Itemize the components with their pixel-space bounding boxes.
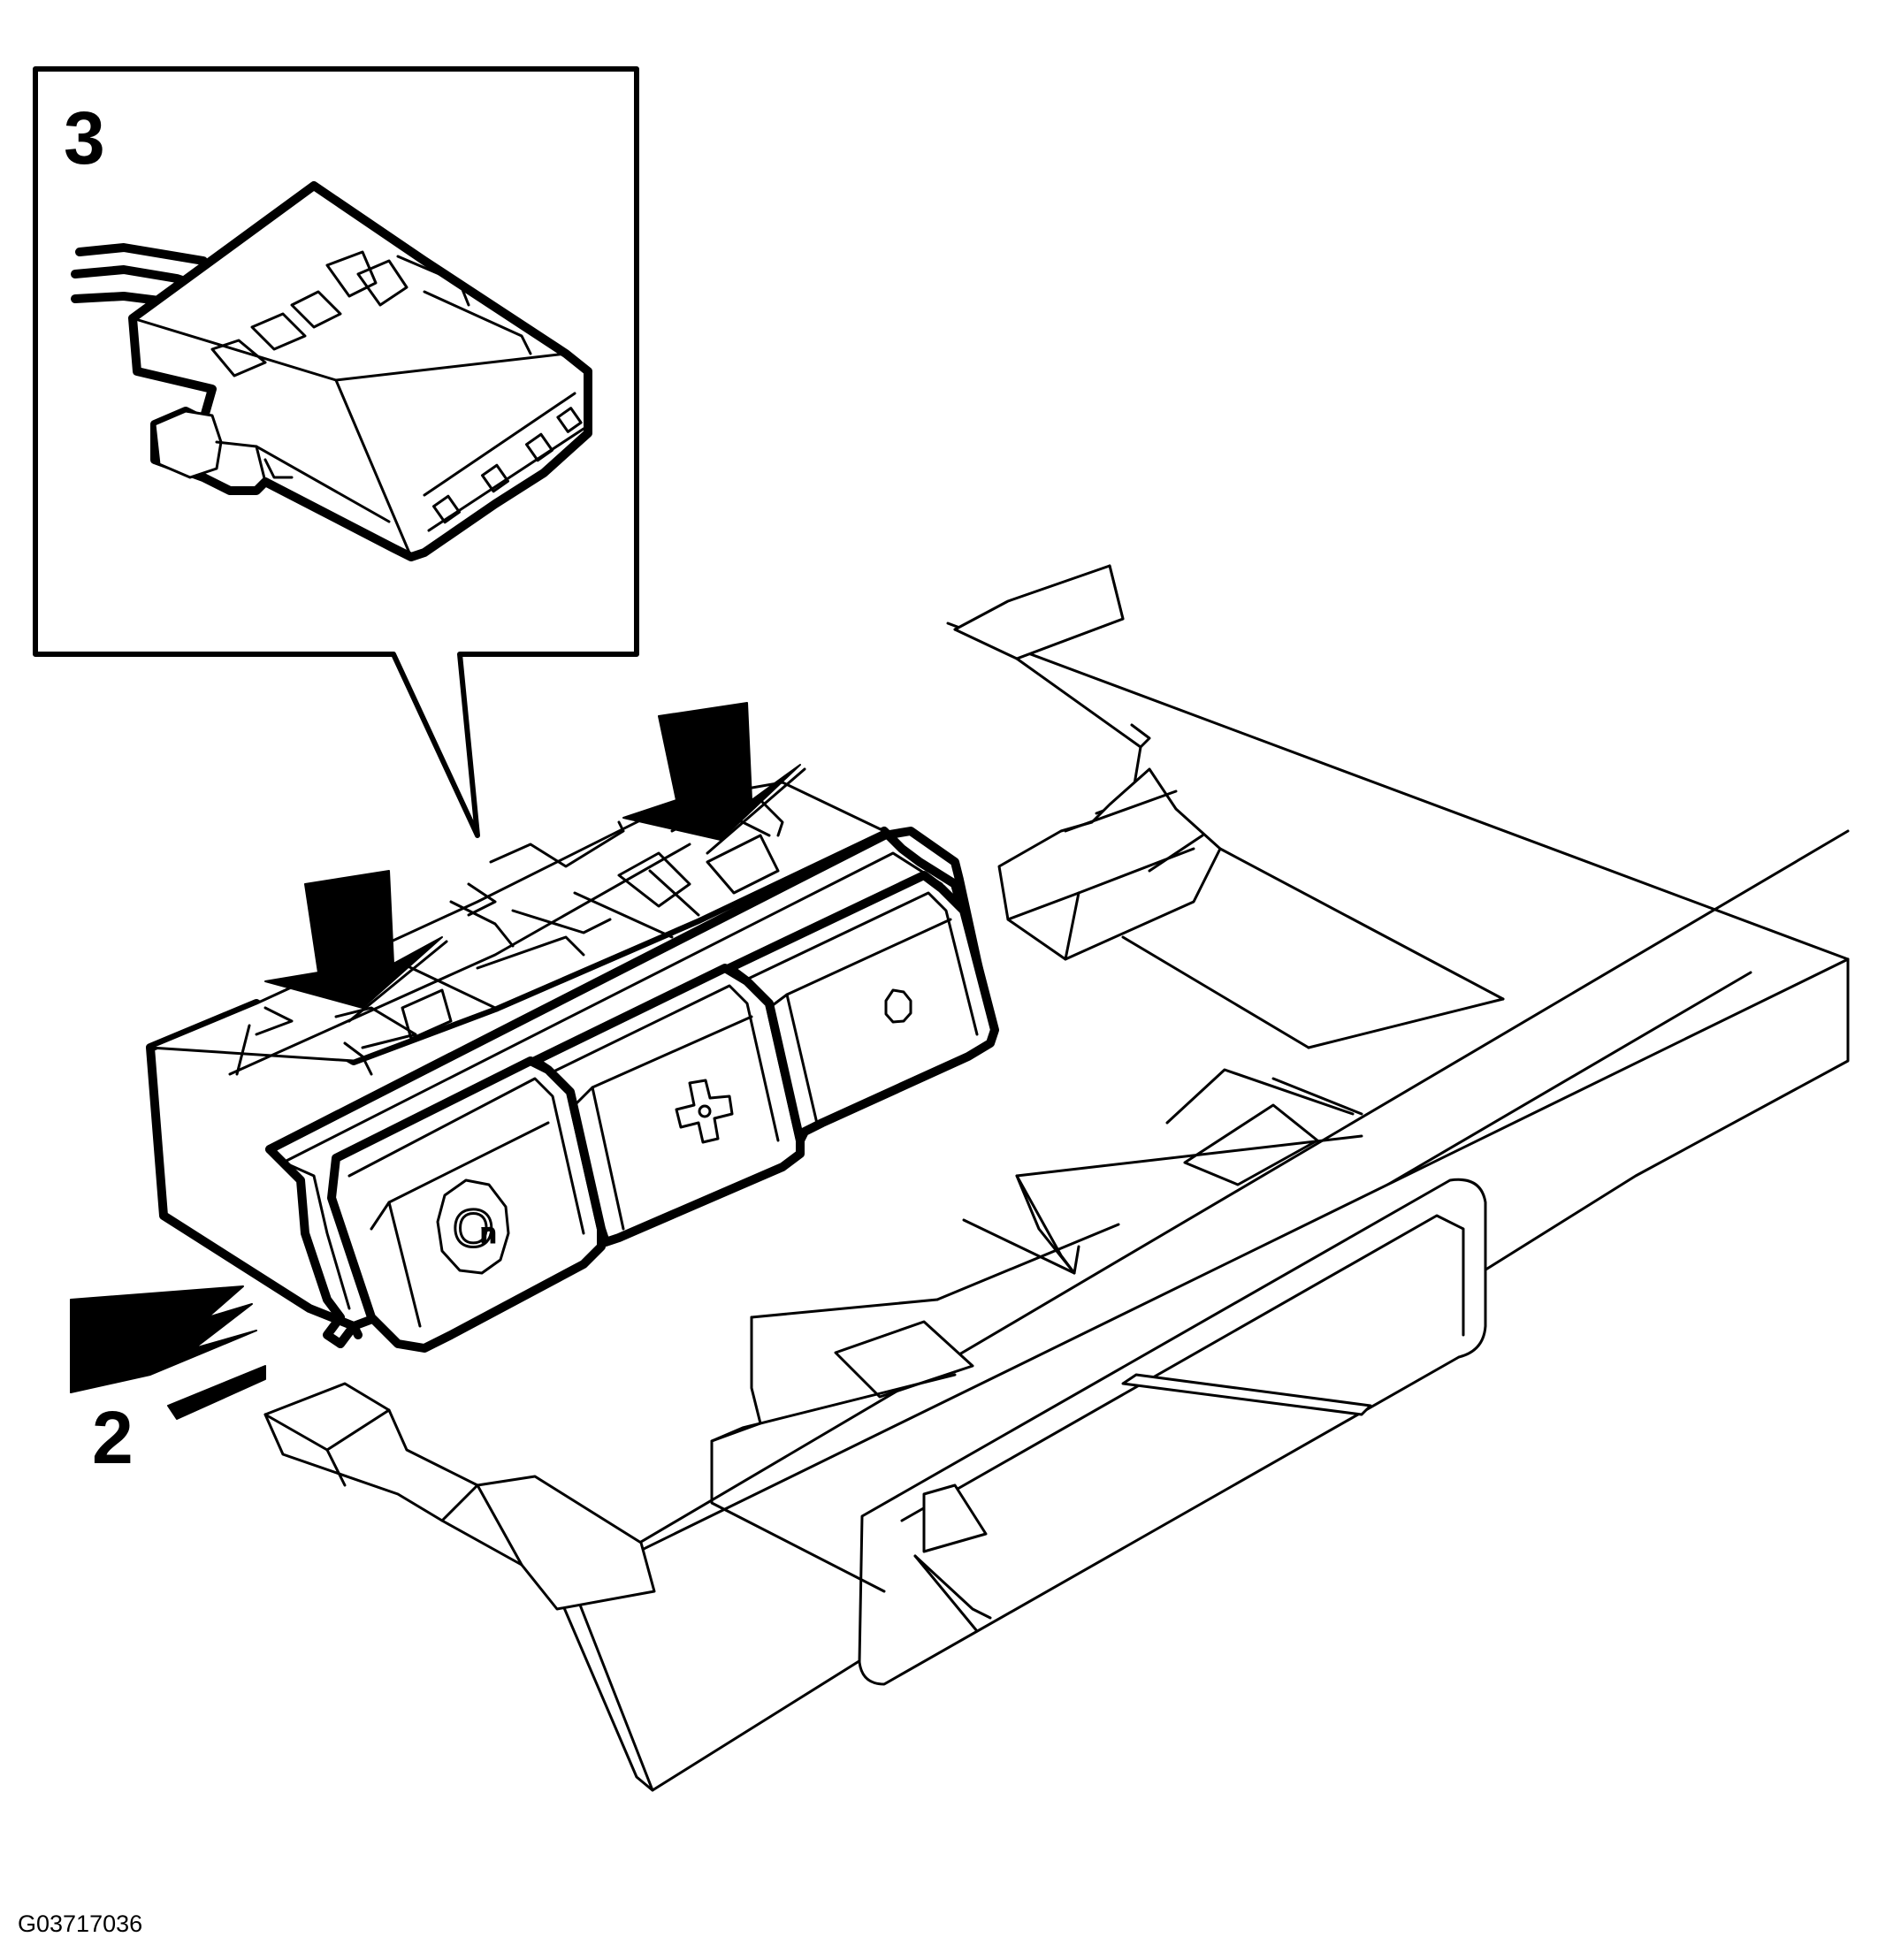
cross-symbol-center [698, 1104, 712, 1118]
octagon-symbol-icon [884, 988, 912, 1024]
on-symbol-icon [436, 1178, 510, 1275]
on-symbol-letter: O [453, 1199, 494, 1258]
step-callout-2: 2 [92, 1396, 134, 1479]
button-right [725, 871, 999, 1145]
insert-direction-arrow-icon [70, 1285, 266, 1420]
press-arrow-left-icon [264, 870, 448, 1023]
inset-detail-box [33, 66, 639, 838]
on-symbol-subscript: n [481, 1219, 496, 1248]
electrical-connector [71, 181, 592, 561]
inset-callout-3: 3 [64, 96, 105, 179]
overhead-console-panel [263, 564, 1850, 1792]
figure-id: G03717036 [18, 1910, 142, 1937]
button-left: O n [327, 1056, 606, 1353]
press-arrow-right-icon [622, 702, 806, 855]
